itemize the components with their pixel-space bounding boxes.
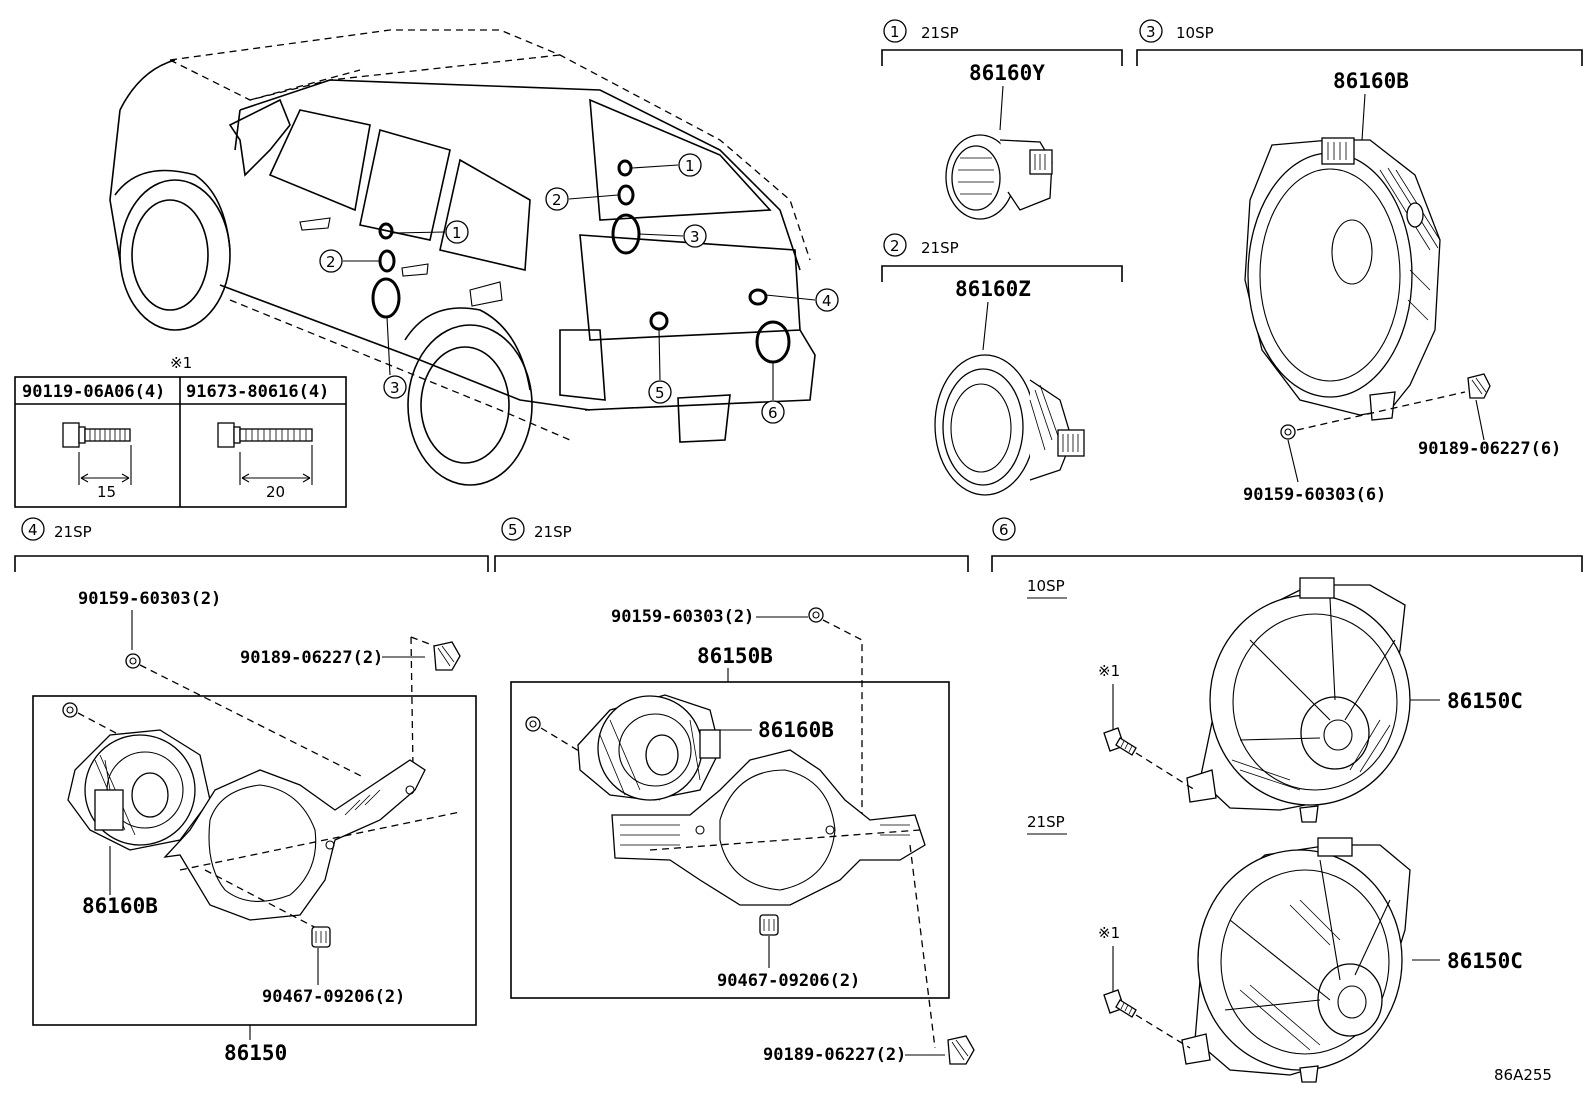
callout-3-b: 3 bbox=[690, 228, 700, 246]
callout-1-b: 1 bbox=[685, 157, 695, 175]
screw-icon bbox=[1280, 424, 1296, 440]
tweeter-86160Y-icon bbox=[945, 134, 1053, 220]
sec5-screw-icon bbox=[808, 607, 824, 623]
sec6-speaker1-label: 86150C bbox=[1447, 689, 1523, 713]
sec3-label: 10SP bbox=[1176, 24, 1214, 42]
sec5-speaker-86160B-icon bbox=[577, 694, 721, 801]
sec6-speaker-10sp-icon bbox=[1186, 577, 1411, 823]
callout-2-b: 2 bbox=[552, 191, 562, 209]
table-note-marker: ※1 bbox=[170, 354, 192, 372]
sec6-note2: ※1 bbox=[1098, 924, 1120, 942]
sec4-inner-screw-icon bbox=[62, 702, 78, 718]
sec4-screw-label: 90159-60303(2) bbox=[78, 589, 221, 609]
sec4-clip-icon bbox=[433, 641, 461, 671]
sec2-label: 21SP bbox=[921, 239, 959, 257]
vehicle-illustration bbox=[109, 29, 816, 486]
sec6-number: 6 bbox=[999, 521, 1009, 539]
sec1-part-number: 86160Y bbox=[969, 61, 1045, 85]
sec4-speaker-86160B-icon bbox=[67, 729, 211, 851]
sec5-nut-label: 90467-09206(2) bbox=[717, 971, 860, 991]
diagram-code: 86A255 bbox=[1494, 1066, 1552, 1084]
sec4-number: 4 bbox=[28, 521, 38, 539]
sec5-assy-label: 86150B bbox=[697, 644, 773, 668]
section-3: 3 10SP 86160B 90159-60303(6) 90189-062 bbox=[1136, 19, 1583, 505]
sec4-clip-label: 90189-06227(2) bbox=[240, 648, 383, 668]
sec3-clip: 90189-06227(6) bbox=[1418, 439, 1561, 459]
sec5-bracket-icon bbox=[611, 749, 926, 906]
sec5-inner-screw-icon bbox=[525, 716, 541, 732]
sec4-assy-label: 86150 bbox=[224, 1041, 287, 1065]
clip-icon bbox=[1467, 373, 1491, 399]
sec3-number: 3 bbox=[1146, 23, 1156, 41]
table-dim-2: 20 bbox=[266, 483, 285, 501]
sec2-number: 2 bbox=[890, 237, 900, 255]
sec5-clip-label: 90189-06227(2) bbox=[763, 1045, 906, 1065]
fastener-table: ※1 90119-06A06(4) 91673-80616(4) 15 20 bbox=[14, 354, 347, 508]
callout-1-a: 1 bbox=[452, 224, 462, 242]
sec5-speaker-label: 86160B bbox=[758, 718, 834, 742]
callout-2-a: 2 bbox=[326, 253, 336, 271]
tweeter-86160Z-icon bbox=[934, 354, 1085, 496]
speaker-86160B-large-icon bbox=[1244, 137, 1441, 421]
section-6: 6 10SP 21SP 86150C ※1 bbox=[991, 517, 1583, 1083]
callout-4: 4 bbox=[822, 292, 832, 310]
sec1-label: 21SP bbox=[921, 24, 959, 42]
bolt-15-icon bbox=[62, 422, 132, 485]
sec3-part-number: 86160B bbox=[1333, 69, 1409, 93]
sec4-nut-icon bbox=[311, 926, 331, 948]
sec6-note1: ※1 bbox=[1098, 662, 1120, 680]
sec4-nut-label: 90467-09206(2) bbox=[262, 987, 405, 1007]
section-1: 1 21SP 86160Y bbox=[881, 19, 1123, 220]
callout-6: 6 bbox=[768, 404, 778, 422]
sec2-part-number: 86160Z bbox=[955, 277, 1031, 301]
section-4: 4 21SP 90159-60303(2) 90189-06227(2) bbox=[14, 517, 489, 1065]
sec6-sub1-label: 10SP bbox=[1027, 577, 1065, 595]
bolt-20-icon bbox=[217, 422, 313, 485]
sec1-number: 1 bbox=[890, 23, 900, 41]
sec5-label: 21SP bbox=[534, 523, 572, 541]
sec4-screw-icon bbox=[125, 653, 141, 669]
sec6-bolt1-icon bbox=[1103, 727, 1137, 756]
sec3-screw: 90159-60303(6) bbox=[1243, 485, 1386, 505]
callout-5: 5 bbox=[655, 384, 665, 402]
sec4-bracket-icon bbox=[163, 759, 426, 921]
sec6-speaker2-label: 86150C bbox=[1447, 949, 1523, 973]
sec5-nut-icon bbox=[759, 914, 779, 936]
table-dim-1: 15 bbox=[97, 483, 116, 501]
sec6-sub2-label: 21SP bbox=[1027, 813, 1065, 831]
callout-3-a: 3 bbox=[390, 379, 400, 397]
section-5: 5 21SP 90159-60303(2) 86150B 86160B bbox=[494, 517, 975, 1065]
sec6-bolt2-icon bbox=[1103, 989, 1137, 1018]
table-part-1: 90119-06A06(4) bbox=[22, 382, 165, 402]
table-part-2: 91673-80616(4) bbox=[186, 382, 329, 402]
sec4-speaker-label: 86160B bbox=[82, 894, 158, 918]
sec5-number: 5 bbox=[508, 521, 518, 539]
sec4-label: 21SP bbox=[54, 523, 92, 541]
sec5-clip-icon bbox=[947, 1035, 975, 1065]
sec6-speaker-21sp-icon bbox=[1181, 837, 1411, 1083]
vehicle-callouts: 1 2 3 4 5 6 1 2 3 bbox=[319, 153, 839, 424]
sec5-screw-label: 90159-60303(2) bbox=[611, 607, 754, 627]
section-2: 2 21SP 86160Z bbox=[881, 233, 1123, 496]
